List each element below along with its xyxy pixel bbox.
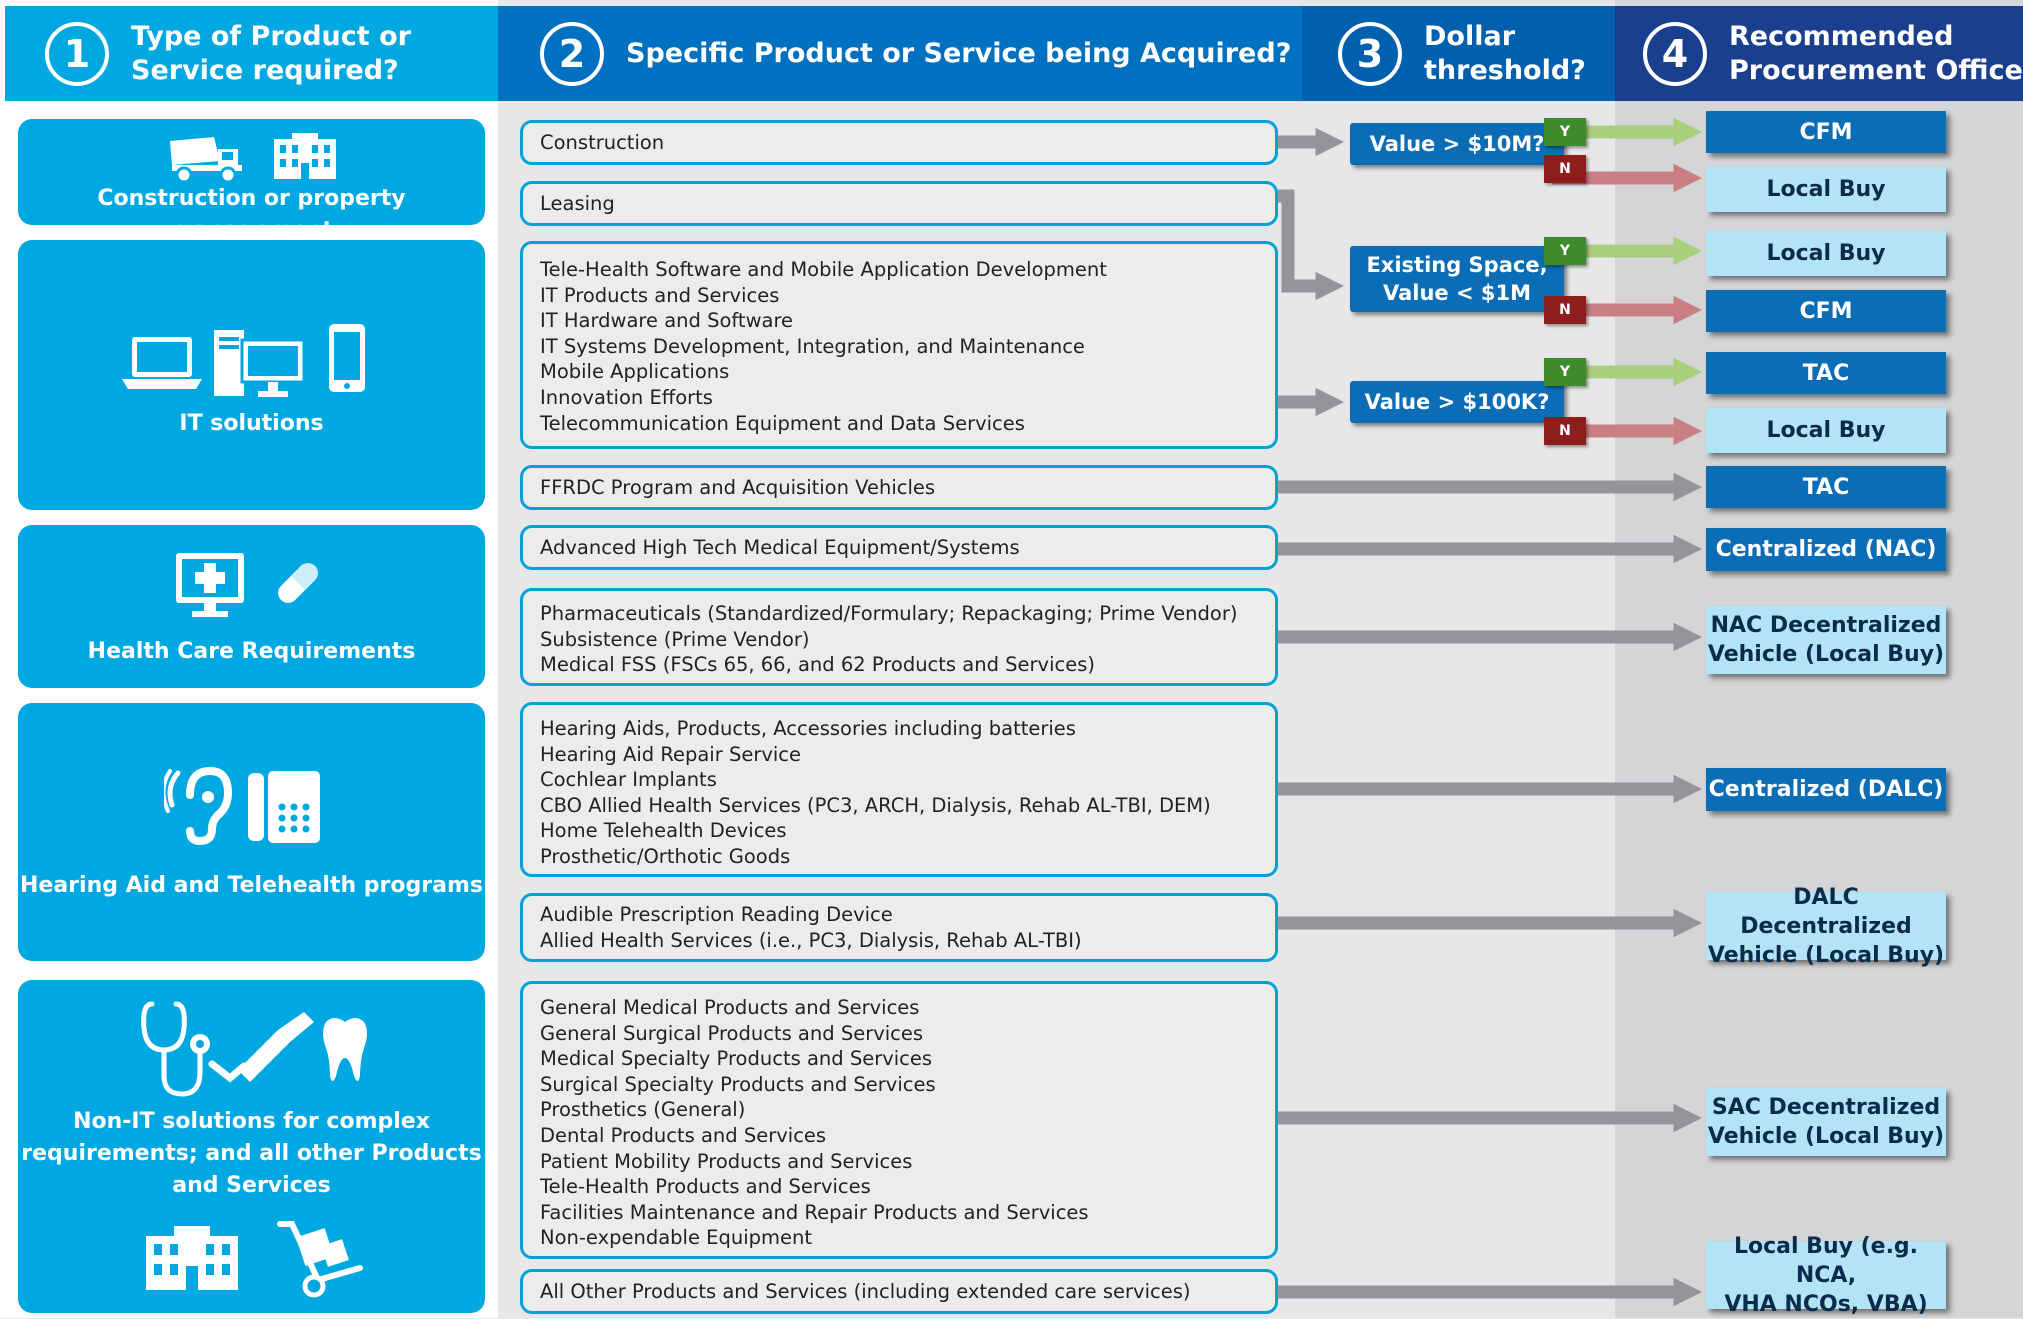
hearing-aid-icon: [164, 766, 233, 845]
smartphone-icon: [329, 324, 365, 392]
hand-truck-icon: [277, 1221, 363, 1298]
item-box: Audible Prescription Reading Device Alli…: [520, 893, 1278, 962]
header-title: Type of Product or Service required?: [131, 20, 411, 86]
header-title: Dollar threshold?: [1424, 20, 1586, 86]
pill-icon: [278, 563, 318, 603]
header-step-1: 1 Type of Product or Service required?: [5, 6, 498, 101]
no-label: N: [1544, 155, 1586, 183]
header-title: Recommended Procurement Office: [1729, 20, 2023, 86]
office-local-buy: Local Buy: [1706, 408, 1946, 453]
office-centralized-nac: Centralized (NAC): [1706, 528, 1946, 571]
decision-value-over-10m: Value > $10M?: [1350, 123, 1564, 165]
laptop-icon: [122, 337, 202, 389]
yes-label: Y: [1544, 118, 1586, 146]
desktop-computer-icon: [214, 330, 306, 397]
surgical-tool-icon: [208, 1012, 314, 1083]
item-box: FFRDC Program and Acquisition Vehicles: [520, 465, 1278, 510]
decision-value-over-100k: Value > $100K?: [1350, 381, 1564, 423]
office-nac-decentralized: NAC Decentralized Vehicle (Local Buy): [1706, 606, 1946, 674]
header-step-4: 4 Recommended Procurement Office: [1615, 6, 2023, 101]
no-label: N: [1544, 417, 1586, 445]
office-cfm: CFM: [1706, 290, 1946, 332]
item-box: Construction: [520, 120, 1278, 165]
step-number: 3: [1338, 21, 1402, 86]
header-step-2: 2 Specific Product or Service being Acqu…: [498, 6, 1302, 101]
tooth-icon: [323, 1018, 367, 1081]
header-title: Specific Product or Service being Acquir…: [626, 37, 1292, 69]
building-icon: [274, 133, 336, 179]
office-tac: TAC: [1706, 352, 1946, 394]
item-box: General Medical Products and Services Ge…: [520, 981, 1278, 1259]
header-step-3: 3 Dollar threshold?: [1302, 6, 1615, 101]
item-box: Tele-Health Software and Mobile Applicat…: [520, 241, 1278, 449]
category-label: Non-IT solutions for complex requirement…: [21, 1109, 482, 1198]
category-hearing-aid-telehealth: Hearing Aid and Telehealth programs: [18, 703, 485, 961]
column-3-background: [1302, 0, 1615, 1318]
stethoscope-icon: [141, 1001, 210, 1097]
yes-label: Y: [1544, 237, 1586, 265]
office-cfm: CFM: [1706, 111, 1946, 153]
dump-truck-icon: [170, 137, 242, 183]
medical-monitor-icon: [176, 553, 244, 617]
telephone-icon: [248, 771, 320, 843]
category-label: Health Care Requirements: [87, 639, 416, 664]
office-dalc-decentralized: DALC Decentralized Vehicle (Local Buy): [1706, 884, 1946, 968]
office-sac-decentralized: SAC Decentralized Vehicle (Local Buy): [1706, 1088, 1946, 1156]
category-label: Construction or property management: [97, 186, 406, 243]
item-box: Pharmaceuticals (Standardized/Formulary;…: [520, 588, 1278, 686]
item-box: Leasing: [520, 181, 1278, 226]
category-construction: Construction or property management: [18, 119, 485, 243]
building-icon: [146, 1226, 238, 1290]
no-label: N: [1544, 296, 1586, 324]
item-box: Hearing Aids, Products, Accessories incl…: [520, 702, 1278, 877]
item-box: All Other Products and Services (includi…: [520, 1269, 1278, 1314]
step-number: 2: [540, 21, 604, 86]
office-centralized-dalc: Centralized (DALC): [1706, 768, 1946, 811]
decision-existing-space: Existing Space, Value < $1M: [1350, 246, 1564, 312]
office-local-buy: Local Buy: [1706, 231, 1946, 276]
category-health-care: Health Care Requirements: [18, 525, 485, 688]
step-number: 4: [1643, 21, 1707, 86]
office-local-buy: Local Buy: [1706, 167, 1946, 212]
yes-label: Y: [1544, 358, 1586, 386]
office-tac: TAC: [1706, 466, 1946, 508]
step-number: 1: [45, 21, 109, 86]
office-local-buy-nca: Local Buy (e.g. NCA, VHA NCOs, VBA): [1706, 1234, 1946, 1317]
category-it-solutions: IT solutions: [18, 240, 485, 510]
category-label: Hearing Aid and Telehealth programs: [20, 873, 483, 898]
item-box: Advanced High Tech Medical Equipment/Sys…: [520, 525, 1278, 570]
category-non-it-solutions: Non-IT solutions for complex requirement…: [18, 980, 485, 1313]
arrow-leasing: [1278, 189, 1344, 301]
category-label: IT solutions: [179, 411, 324, 436]
